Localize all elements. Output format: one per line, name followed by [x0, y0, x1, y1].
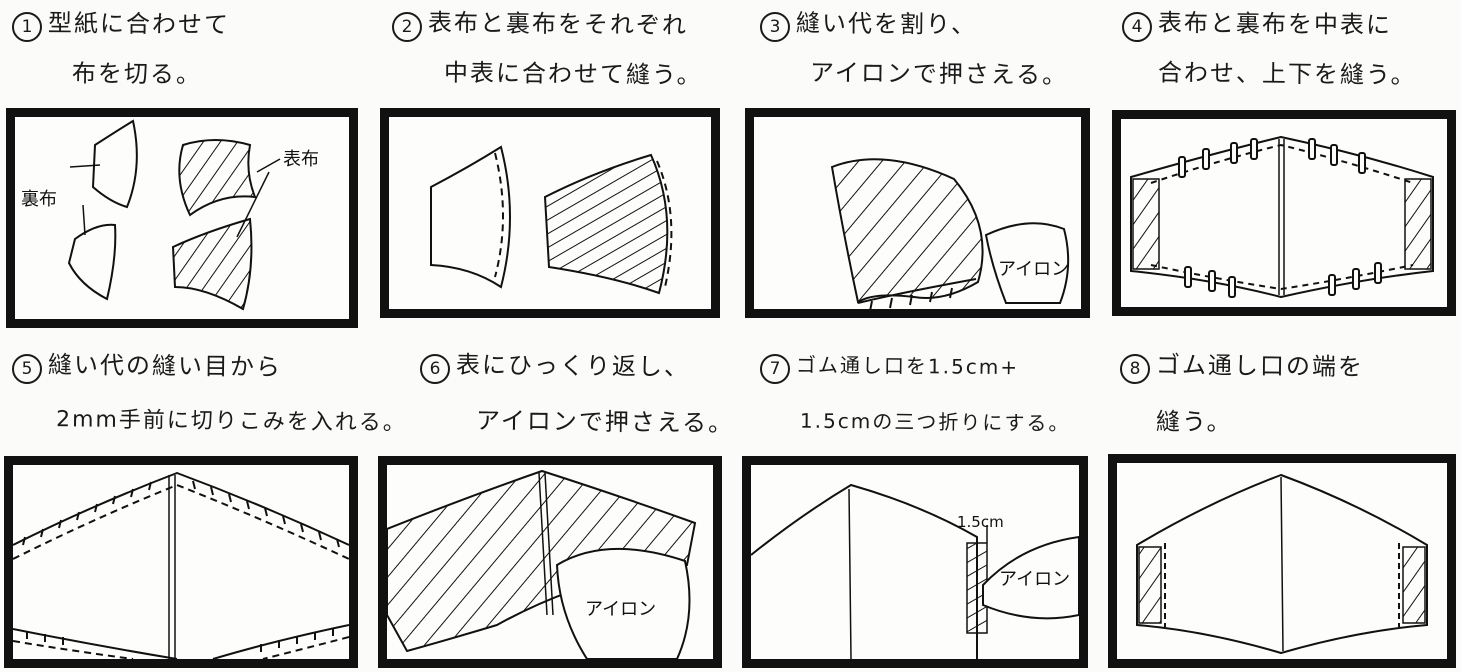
label-iron: アイロン: [998, 259, 1069, 280]
caption-line-2: 中表に合わせて縫う。: [443, 58, 703, 90]
cut-fabric-illustration: 裏布 表布: [21, 119, 319, 311]
illustration-frame-7: 1.5cm アイロン: [742, 456, 1088, 668]
step-caption: 4 表布と裏布を中表に 合わせ、上下を縫う。: [1122, 8, 1461, 110]
caption-line-1: 型紙に合わせて: [47, 9, 231, 39]
caption-line-1: ゴム通し口の端を: [1155, 350, 1365, 382]
step-number: 8: [1120, 354, 1150, 384]
caption-line-2: 1.5cmの三つ折りにする。: [799, 408, 1071, 436]
step-caption: 2 表布と裏布をそれぞれ 中表に合わせて縫う。: [392, 8, 752, 110]
caption-line-1: 表布と裏布をそれぞれ: [427, 8, 689, 40]
step-caption: 1 型紙に合わせて 布を切る。: [12, 9, 372, 110]
label-ura: 裏布: [21, 189, 57, 210]
step-number: 6: [420, 354, 450, 384]
label-measure: 1.5cm: [957, 513, 1004, 531]
step-number: 1: [12, 12, 42, 42]
press-seam-allowance-illustration: アイロン: [830, 158, 1070, 309]
step-number: 5: [12, 354, 42, 384]
caption-line-1: ゴム通し口を1.5cm+: [795, 352, 1020, 380]
step-number: 3: [760, 12, 790, 42]
step-number: 4: [1122, 12, 1152, 42]
step-caption: 5 縫い代の縫い目から 2mm手前に切りこみを入れる。: [12, 350, 407, 452]
caption-line-2: アイロンで押さえる。: [809, 58, 1069, 90]
caption-line-1: 縫い代を割り、: [795, 9, 978, 39]
step-number: 2: [392, 12, 422, 42]
sew-opening-edge-illustration: [1136, 473, 1428, 655]
illustration-frame-3: アイロン: [745, 108, 1090, 318]
step-caption: 8 ゴム通し口の端を 縫う。: [1120, 350, 1461, 452]
turn-and-press-illustration: アイロン: [387, 469, 697, 659]
illustration-frame-6: アイロン: [378, 456, 722, 668]
illustration-frame-8: [1108, 454, 1456, 668]
step-caption: 3 縫い代を割り、 アイロンで押さえる。: [760, 9, 1120, 110]
step-number: 7: [760, 354, 790, 384]
step-caption: 7 ゴム通し口を1.5cm+ 1.5cmの三つ折りにする。: [760, 352, 1120, 452]
label-iron: アイロン: [585, 599, 656, 620]
sew-center-seam-illustration: [430, 145, 673, 295]
illustration-frame-5: [4, 456, 358, 668]
illustration-frame-2: [380, 108, 720, 318]
clip-seam-allowance-illustration: [13, 471, 349, 659]
label-omote: 表布: [283, 149, 319, 170]
sew-top-bottom-illustration: [1130, 135, 1434, 299]
caption-line-1: 表布と裏布を中表に: [1157, 8, 1393, 40]
caption-line-2: 縫う。: [1155, 407, 1233, 437]
step-caption: 6 表にひっくり返し、 アイロンで押さえる。: [420, 350, 780, 452]
label-iron: アイロン: [999, 569, 1070, 590]
caption-line-2: アイロンで押さえる。: [475, 406, 735, 438]
caption-line-2: 合わせ、上下を縫う。: [1157, 58, 1417, 90]
illustration-frame-1: 裏布 表布: [6, 108, 358, 328]
caption-line-1: 表にひっくり返し、: [455, 350, 691, 382]
fold-elastic-opening-illustration: 1.5cm アイロン: [751, 483, 1079, 659]
illustration-frame-4: [1112, 110, 1456, 316]
caption-line-2: 布を切る。: [71, 59, 203, 89]
caption-line-1: 縫い代の縫い目から: [47, 350, 283, 382]
caption-line-2: 2mm手前に切りこみを入れる。: [55, 407, 407, 436]
